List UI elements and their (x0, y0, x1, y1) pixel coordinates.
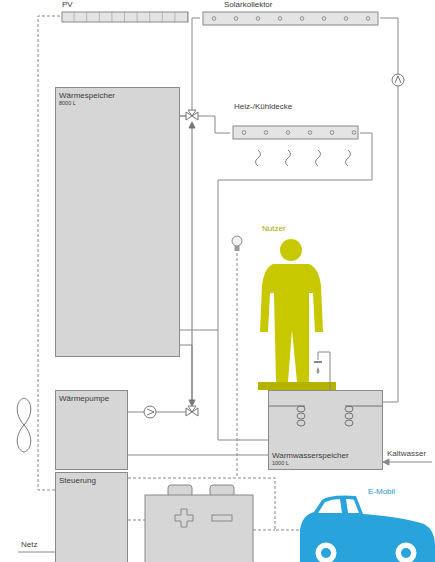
coil-loop (297, 406, 305, 412)
ceiling-panel (233, 126, 358, 139)
coil-loop (345, 413, 353, 419)
coil-pipe (345, 406, 382, 407)
hot-water-tank: Warmwasserspeicher1000 L (268, 390, 383, 470)
fan (17, 398, 31, 452)
heat-exchanger-coils (269, 391, 382, 437)
shower (314, 352, 330, 390)
node-title: E-Mobil (368, 487, 395, 496)
coil-loop (345, 406, 353, 412)
heat-pump: Wärmepumpe (55, 390, 128, 470)
node-title: Steuerung (59, 476, 96, 485)
signal-line (128, 478, 300, 530)
battery (145, 485, 253, 562)
valve (186, 110, 198, 120)
radiation-waves (256, 150, 351, 166)
node-title: Heiz-/Kühldecke (234, 102, 292, 111)
ceiling-node: Heiz-/Kühldecke (230, 102, 360, 142)
pipe (180, 133, 372, 330)
arrow-head (189, 122, 195, 128)
pump (144, 406, 156, 418)
pipe (128, 455, 268, 456)
coil-pipe (269, 406, 305, 407)
node-detail: 8000 L (59, 100, 76, 106)
coil-loop (297, 413, 305, 419)
user-node: Nutzer (250, 222, 345, 390)
e-car-node: E-Mobil (300, 486, 435, 562)
storage-tank: Wärmespeicher8000 L (55, 87, 180, 357)
pv-node: PV (60, 0, 190, 24)
node-title: Solarkollektor (224, 0, 272, 9)
solar-collector (203, 12, 378, 25)
light-bulb (232, 236, 242, 478)
node-title: Wärmepumpe (59, 394, 109, 403)
pump (392, 74, 404, 86)
control-unit: Steuerung (55, 472, 128, 562)
flow-line (192, 126, 193, 402)
grid-label: Netz (20, 540, 38, 549)
valve (186, 406, 198, 416)
coil-loop (297, 420, 305, 426)
node-title: PV (62, 0, 73, 9)
collector-node: Solarkollektor (200, 0, 380, 28)
pv-panel (62, 12, 188, 22)
pipe (180, 18, 200, 116)
node-title: Wärmespeicher (59, 91, 115, 100)
node-detail: 1000 L (272, 460, 289, 466)
e-car (300, 496, 435, 562)
coil-loop (345, 420, 353, 426)
arrow-head (189, 400, 195, 406)
inlet-label: Kaltwasser (386, 449, 427, 458)
user-figure (258, 239, 336, 390)
node-title: Warmwasserspeicher (272, 451, 349, 460)
node-title: Nutzer (262, 224, 286, 233)
